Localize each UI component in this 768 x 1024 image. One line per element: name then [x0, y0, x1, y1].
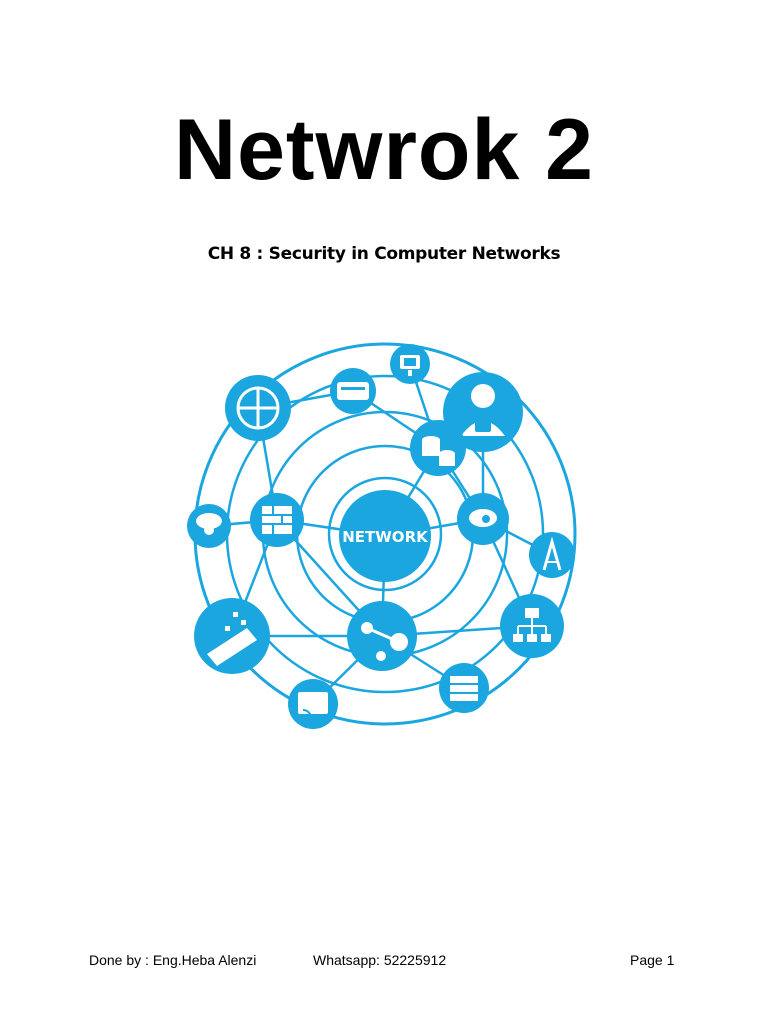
- tablet-data-icon: [194, 598, 270, 674]
- chapter-subtitle: CH 8 : Security in Computer Networks: [207, 244, 561, 264]
- page-footer: Done by : Eng.Heba Alenzi Whatsapp: 5222…: [0, 948, 768, 972]
- network-hierarchy-icon: [500, 594, 564, 658]
- footer-page-number: Page 1: [630, 952, 675, 968]
- network-hub-icon: NETWORK: [339, 490, 431, 582]
- cloud-settings-icon: [187, 504, 231, 548]
- sharing-nodes-icon: [347, 601, 417, 671]
- footer-author: Done by : Eng.Heba Alenzi: [89, 952, 257, 968]
- user-lock-icon: [443, 372, 523, 452]
- network-hub-label: NETWORK: [342, 528, 429, 546]
- globe-grid-icon: [225, 375, 291, 441]
- wifi-computer-icon: [390, 344, 430, 384]
- router-icon: [330, 368, 376, 414]
- network-illustration: NETWORK: [187, 342, 577, 729]
- firewall-icon: [250, 493, 304, 547]
- document-title: Netwrok 2: [173, 102, 595, 198]
- cast-screen-icon: [288, 679, 338, 729]
- cloud-gear-icon: [457, 493, 509, 545]
- signal-tower-icon: [529, 532, 575, 578]
- footer-contact: Whatsapp: 52225912: [313, 952, 447, 968]
- database-icon: [410, 420, 466, 476]
- inner-ring: [327, 476, 443, 592]
- server-rack-icon: [439, 663, 489, 713]
